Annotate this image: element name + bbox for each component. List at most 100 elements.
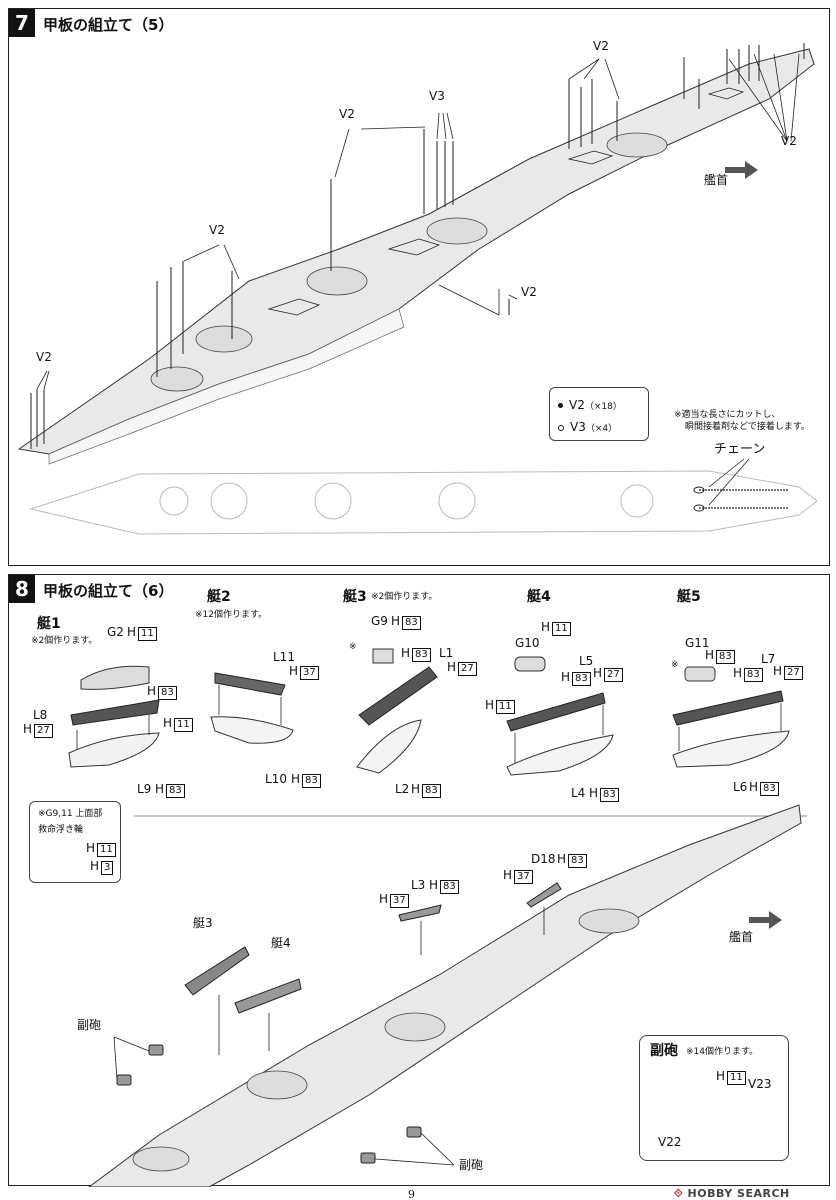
part-h: H xyxy=(289,664,299,678)
part-h: H xyxy=(163,716,173,730)
step-title: 甲板の組立て（5） xyxy=(43,16,174,34)
part-box: 83 xyxy=(716,650,735,664)
part-box: 3 xyxy=(101,861,114,875)
parts-legend: V2（×18） V3（×4） xyxy=(549,387,649,441)
part-box: 37 xyxy=(300,666,319,680)
part-l11: L11 xyxy=(273,650,295,664)
part-h: H xyxy=(429,878,439,892)
label-v2: V2 xyxy=(209,223,225,237)
watermark-text: HOBBY SEARCH xyxy=(687,1187,790,1200)
boat2-title: 艇2 xyxy=(207,589,231,605)
part-box: 83 xyxy=(422,784,441,798)
part-l4: L4 xyxy=(571,786,586,800)
part-l5: L5 xyxy=(579,654,594,668)
boat5-title: 艇5 xyxy=(677,589,701,605)
v3-ring-icon xyxy=(558,424,564,431)
part-h: H xyxy=(749,780,759,794)
asterisk-mark: ※ xyxy=(671,660,679,670)
label-v3: V3 xyxy=(429,89,445,103)
part-v23: V23 xyxy=(748,1077,772,1091)
part-h: H xyxy=(379,892,389,906)
part-h: H xyxy=(561,670,571,684)
step-number-badge: 8 xyxy=(9,575,35,603)
bow-label: 艦首 xyxy=(704,173,729,187)
part-l9: L9 xyxy=(137,782,152,796)
part-box: 37 xyxy=(514,870,533,884)
part-box: 37 xyxy=(390,894,409,908)
part-box: 83 xyxy=(302,774,321,788)
part-h: H xyxy=(411,782,421,796)
chain-label: チェーン xyxy=(714,442,766,457)
part-h: H xyxy=(589,786,599,800)
page-number: 9 xyxy=(408,1188,415,1200)
part-box: 83 xyxy=(412,648,431,662)
part-box: 27 xyxy=(784,666,803,680)
part-l10: L10 xyxy=(265,772,287,786)
part-h: H xyxy=(716,1069,726,1083)
part-l2: L2 xyxy=(395,782,410,796)
part-box: 27 xyxy=(458,662,477,676)
part-h: H xyxy=(401,646,411,660)
part-box: 83 xyxy=(166,784,185,798)
part-g10: G10 xyxy=(515,636,540,650)
part-h: H xyxy=(391,614,401,628)
part-v22: V22 xyxy=(658,1135,682,1149)
boat3-title: 艇3 xyxy=(343,589,367,605)
part-h: H xyxy=(733,666,743,680)
part-g9: G9 xyxy=(371,614,388,628)
part-l6: L6 xyxy=(733,780,748,794)
part-h: H xyxy=(155,782,165,796)
part-box: 83 xyxy=(744,668,763,682)
boat3-note: ※2個作ります。 xyxy=(371,592,438,602)
label-v2: V2 xyxy=(339,107,355,121)
asterisk-mark: ※ xyxy=(349,642,357,652)
part-h: H xyxy=(773,664,783,678)
step-title: 甲板の組立て（6） xyxy=(43,582,174,600)
secondary-gun-label: 副砲 xyxy=(77,1018,102,1032)
note-title: ※G9,11 上面部 xyxy=(38,809,103,819)
part-g11: G11 xyxy=(685,636,710,650)
part-box: 27 xyxy=(34,724,53,738)
part-h: H xyxy=(447,660,457,674)
part-g2: G2 xyxy=(107,625,124,639)
part-box: 83 xyxy=(572,672,591,686)
part-h: H xyxy=(127,625,137,639)
step-7-panel: 7 甲板の組立て（5） xyxy=(8,8,830,566)
part-l3: L3 xyxy=(411,878,426,892)
label-v2: V2 xyxy=(781,134,797,148)
label-v2: V2 xyxy=(593,39,609,53)
part-box: 83 xyxy=(402,616,421,630)
boat-assembly-illustration xyxy=(48,648,807,1187)
step-number-badge: 7 xyxy=(9,9,35,37)
step-8-panel: 8 甲板の組立て（6） xyxy=(8,574,830,1187)
bow-arrow-icon xyxy=(749,911,782,929)
part-h: H xyxy=(557,852,567,866)
part-box: 11 xyxy=(496,700,515,714)
part-h: H xyxy=(705,648,715,662)
part-h: H xyxy=(485,698,495,712)
part-box: 27 xyxy=(604,668,623,682)
secondary-gun-note: ※14個作ります。 xyxy=(686,1047,759,1057)
part-box: 83 xyxy=(600,788,619,802)
legend-v3-count: （×4） xyxy=(585,424,618,434)
part-h: H xyxy=(23,722,33,736)
legend-v2-count: （×18） xyxy=(584,402,622,412)
part-box: 11 xyxy=(97,843,116,857)
cut-note-line1: ※適当な長さにカットし、 xyxy=(674,410,781,420)
boat3-assembly-label: 艇3 xyxy=(193,916,213,930)
boat4-assembly-label: 艇4 xyxy=(271,936,291,950)
part-l1: L1 xyxy=(439,646,454,660)
part-h: H xyxy=(593,666,603,680)
legend-v3: V3 xyxy=(570,420,586,434)
secondary-gun-label: 副砲 xyxy=(459,1158,484,1172)
legend-v2: V2 xyxy=(569,398,585,412)
bow-arrow-icon xyxy=(725,161,758,179)
boat1-note: ※2個作ります。 xyxy=(31,636,98,646)
part-l8: L8 xyxy=(33,708,48,722)
label-v2: V2 xyxy=(36,350,52,364)
label-v2: V2 xyxy=(521,285,537,299)
part-h: H xyxy=(291,772,301,786)
part-box: 83 xyxy=(440,880,459,894)
